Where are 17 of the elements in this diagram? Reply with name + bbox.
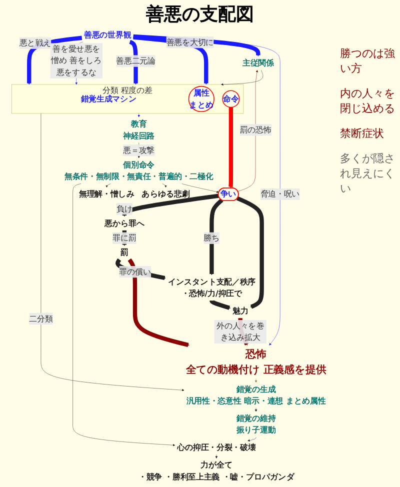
arrow (116, 258, 166, 280)
arrow (138, 113, 140, 118)
arrow (254, 378, 258, 382)
title: 善悪の支配図 (145, 3, 255, 26)
note-text: 内の人々を閉じ込める (340, 86, 396, 116)
arrow (228, 106, 234, 189)
note-text: 勝つのは強い方 (340, 46, 396, 76)
note-text: 多くが隠され見えにくい (340, 151, 396, 196)
arrow (162, 184, 167, 188)
arrow (210, 298, 231, 310)
arrow (236, 196, 264, 309)
arrow (128, 258, 190, 348)
arrow (215, 454, 218, 458)
arrow (210, 198, 224, 276)
arrow (122, 194, 219, 217)
node-text: 恐怖 全ての動機付け 正義感を提供 (186, 348, 326, 376)
note-text: 禁断症状 (340, 126, 385, 141)
